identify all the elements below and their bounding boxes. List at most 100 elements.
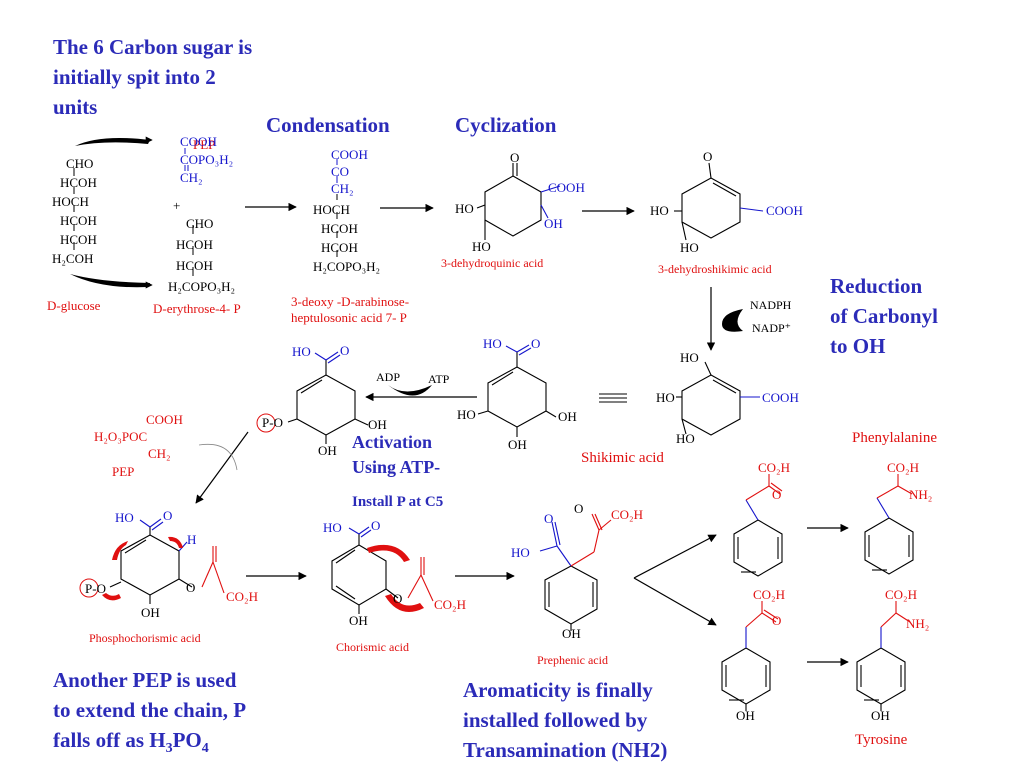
hpp-co2h: CO₂H — [753, 587, 785, 602]
pr-oh: OH — [562, 626, 581, 641]
aromaticity-line-1: Aromaticity is finally — [463, 678, 653, 702]
ppy-co2h: CO₂H — [758, 460, 790, 475]
hydroxyphenylpyruvate-ring — [721, 601, 779, 711]
tyr-oh: OH — [871, 708, 890, 723]
nadp-label: NADP⁺ — [752, 321, 792, 335]
phosphoshikimate-ring — [287, 360, 369, 444]
tyr-co2h: CO₂H — [885, 587, 917, 602]
activation-line-1: Activation — [352, 432, 432, 452]
pep-extend-line-3: falls off as H3PO4 — [53, 728, 209, 757]
p-shik-ho: HO — [292, 344, 311, 359]
phe-co2h: CO₂H — [887, 460, 919, 475]
aromaticity-line-2: installed followed by — [463, 708, 648, 732]
label-phenylalanine: Phenylalanine — [852, 430, 937, 446]
equivalence-sign — [599, 393, 627, 403]
p-shik-p: P-O — [262, 415, 283, 430]
erythrose-formula: CHO HCOH HCOH H₂COPO₃H₂ — [168, 216, 236, 294]
pep-formula: COOH COPO₃H₂ CH₂ — [180, 134, 234, 185]
nadph-label: NADPH — [750, 298, 792, 312]
pc-co2h: CO₂H — [226, 589, 258, 604]
dhs-ho-1: HO — [650, 203, 669, 218]
pr-ho: HO — [511, 545, 530, 560]
dhq-o: O — [510, 150, 520, 165]
pc-oh: OH — [141, 605, 160, 620]
chorismic-ring — [331, 534, 434, 614]
nadph-curl — [722, 309, 743, 332]
ch-co2h: CO₂H — [434, 597, 466, 612]
shik-r-ho-1: HO — [680, 350, 699, 365]
intro-heading: The 6 Carbon sugar is initially spit int… — [53, 32, 313, 122]
phenylpyruvate-ring — [733, 474, 783, 577]
intro-line-1: The 6 Carbon sugar is — [53, 35, 253, 59]
pc-o: O — [163, 508, 173, 523]
shikimic-ring-right — [676, 361, 760, 436]
reaction-arrows — [195, 202, 849, 667]
label-dehydroquinic: 3-dehydroquinic acid — [441, 256, 544, 270]
label-shikimic: Shikimic acid — [581, 450, 664, 466]
shik-m-o: O — [531, 336, 541, 351]
dehydroquinic-ring — [476, 163, 561, 240]
split-arrow-up — [75, 138, 150, 146]
phe-nh2: NH₂ — [909, 487, 933, 502]
pep-extend-heading: Another PEP is used to extend the chain,… — [53, 665, 353, 764]
shik-m-oh-right: OH — [558, 409, 577, 424]
dhq-cooh: COOH — [548, 180, 585, 195]
condensation-heading: Condensation — [266, 113, 390, 137]
ch-ether-o: O — [393, 591, 403, 606]
pr-o-top: O — [574, 501, 584, 516]
label-phosphochorismic: Phosphochorismic acid — [89, 631, 201, 645]
ch-ho: HO — [323, 520, 342, 535]
adp-label: ADP — [376, 370, 401, 384]
shik-m-oh-bottom: OH — [508, 437, 527, 452]
p-shik-o: O — [340, 343, 350, 358]
label-d-erythrose: D-erythrose-4- P — [153, 301, 241, 316]
label-chorismic: Chorismic acid — [336, 640, 409, 654]
shik-m-ho-top: HO — [483, 336, 502, 351]
glucose-formula: CHO HCOH HOCH HCOH HCOH H₂COH — [52, 156, 97, 266]
aromaticity-heading: Aromaticity is finally installed followe… — [463, 675, 763, 765]
label-d-glucose: D-glucose — [47, 298, 101, 313]
ch-oh: OH — [349, 613, 368, 628]
electron-arrows-2 — [367, 544, 424, 612]
reduction-line-1: Reduction — [830, 274, 923, 298]
phosphate-circle-2 — [79, 578, 99, 598]
label-dahp: 3-deoxy -D-arabinose- heptulosonic acid … — [291, 294, 410, 325]
install-p-heading: Install P at C5 — [352, 494, 444, 510]
tyr-nh2: NH₂ — [906, 616, 930, 631]
plus-sign: + — [173, 198, 181, 213]
dhq-oh: OH — [544, 216, 563, 231]
phosphochorismic-ring — [109, 527, 225, 604]
reduction-heading: Reduction of Carbonyl to OH — [830, 271, 990, 361]
intro-line-2: initially spit into 2 — [53, 65, 216, 89]
shikimic-middle-cooh — [505, 344, 532, 356]
dahp-top-formula: COOH CO CH₂ — [331, 147, 368, 196]
pc-ho: HO — [115, 510, 134, 525]
prephenic-ring — [539, 513, 612, 631]
atp-label: ATP — [428, 372, 450, 386]
aromaticity-line-3: Transamination (NH2) — [463, 738, 668, 762]
shik-m-ho-left: HO — [457, 407, 476, 422]
dhq-ho-2: HO — [472, 239, 491, 254]
activation-line-2: Using ATP- — [352, 457, 441, 477]
dhs-ho-2: HO — [680, 240, 699, 255]
dhq-ho-1: HO — [455, 201, 474, 216]
intro-line-3: units — [53, 95, 98, 119]
phenylalanine-ring — [864, 474, 914, 575]
split-arrow-down — [70, 274, 150, 288]
pr-o-blue: O — [544, 511, 554, 526]
p-shik-oh-right: OH — [368, 417, 387, 432]
p-shik-oh-bottom: OH — [318, 443, 337, 458]
tyrosine-ring — [856, 601, 911, 711]
pep-backbone — [184, 148, 189, 171]
label-tyrosine: Tyrosine — [855, 732, 908, 748]
shikimic-ring-middle — [477, 352, 557, 437]
shik-r-cooh: COOH — [762, 390, 799, 405]
hpp-o: O — [772, 613, 782, 628]
pc-ether-o: O — [186, 580, 196, 595]
pep2-formula: COOH H₂O₃POC CH₂ — [94, 412, 183, 461]
reduction-line-3: to OH — [830, 334, 886, 358]
label-prephenic: Prephenic acid — [537, 653, 608, 667]
shik-r-ho-3: HO — [676, 431, 695, 446]
